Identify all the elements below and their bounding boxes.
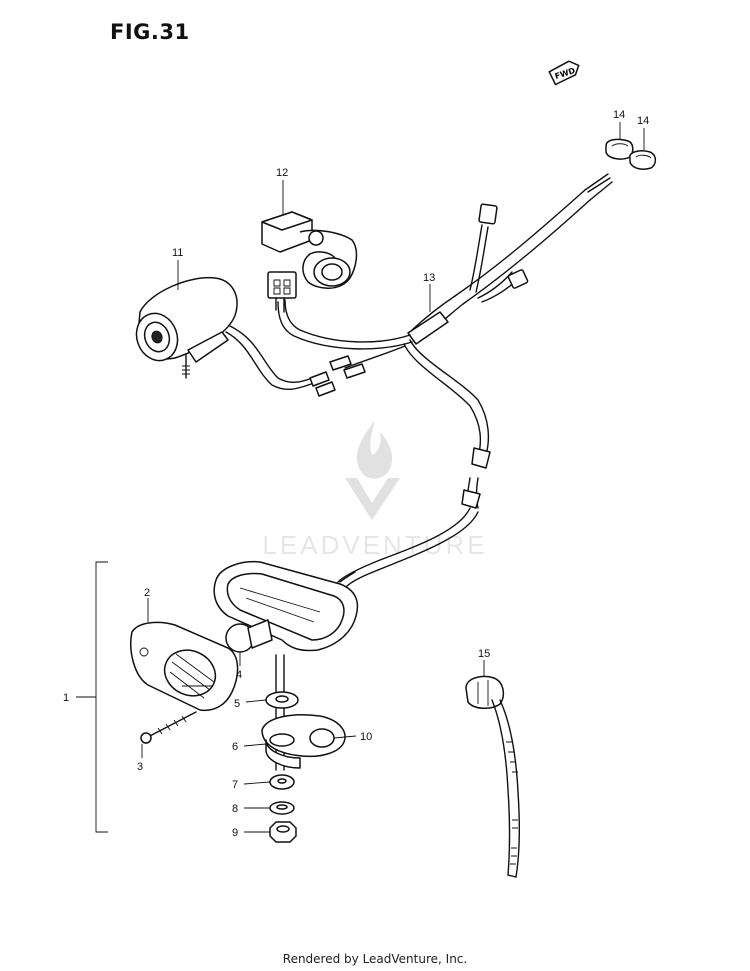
- callout-5: 5: [234, 698, 240, 710]
- fwd-arrow-icon: [548, 60, 580, 86]
- callout-1: 1: [63, 692, 69, 704]
- washer-5: [265, 691, 299, 709]
- lens-2: [130, 621, 239, 712]
- indicator-lamp-11: [135, 276, 336, 397]
- callout-3: 3: [137, 761, 143, 773]
- callout-7: 7: [232, 779, 238, 791]
- flame-logo-icon: [356, 420, 393, 479]
- leader-lines: [76, 122, 645, 833]
- callout-9: 9: [232, 827, 238, 839]
- grommet-14-a: [605, 138, 634, 160]
- relay-switch-12: [261, 211, 358, 313]
- callout-14-b: 14: [637, 115, 649, 127]
- callout-2: 2: [144, 587, 150, 599]
- cable-tie-15: [465, 675, 521, 878]
- forward-direction-badge: FWD: [548, 60, 580, 86]
- callout-10: 10: [360, 731, 372, 743]
- lamp-housing: [213, 560, 359, 652]
- grommet-14-b: [629, 150, 657, 170]
- callout-13: 13: [423, 272, 435, 284]
- callout-8: 8: [232, 803, 238, 815]
- watermark-text: LEADVENTURE: [262, 530, 487, 560]
- assembly-bracket: [95, 561, 108, 833]
- footer-credit: Rendered by LeadVenture, Inc.: [282, 952, 468, 966]
- leadventure-watermark: LEADVENTURE: [262, 420, 487, 560]
- screw-3: [140, 711, 197, 744]
- clamp-10: [261, 714, 346, 769]
- wiring-harness-13: [277, 173, 613, 589]
- callout-12: 12: [276, 167, 288, 179]
- washer-7: [269, 774, 295, 790]
- v-logo-icon: [345, 478, 400, 520]
- callout-14-a: 14: [613, 109, 625, 121]
- callout-4: 4: [236, 669, 242, 681]
- figure-title: FIG.31: [110, 20, 190, 44]
- callout-6: 6: [232, 741, 238, 753]
- callout-15: 15: [478, 648, 490, 660]
- callout-numbers: 1 2 3 4 5 6 7 8 9 10 11 12 13 14 14 15: [63, 109, 649, 839]
- lock-washer-8: [269, 801, 295, 815]
- nut-9: [269, 821, 297, 843]
- callout-11: 11: [172, 247, 183, 259]
- bulb-4: [225, 619, 273, 653]
